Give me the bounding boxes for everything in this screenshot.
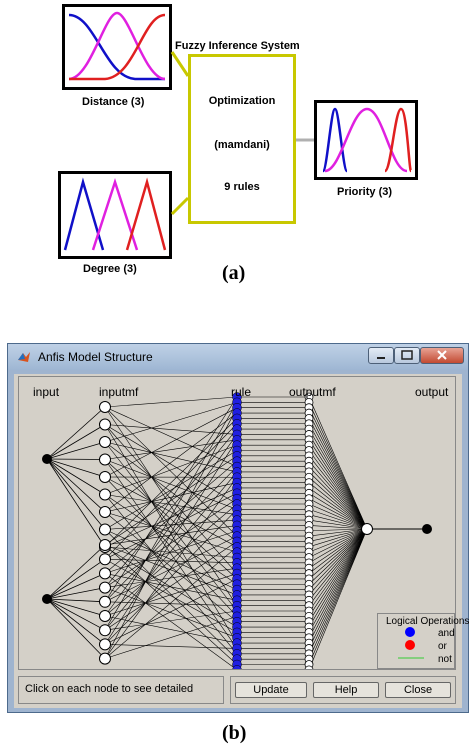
logical-operations-legend: Logical Operations and or not (377, 613, 469, 669)
inputmf-node (99, 567, 111, 580)
priority-label: Priority (3) (337, 186, 393, 198)
inputmf-node (99, 610, 111, 622)
inputmf-node (99, 523, 111, 536)
inputmf-node (99, 506, 111, 518)
status-panel: Click on each node to see detailed (18, 676, 224, 704)
rule-node (232, 665, 242, 669)
help-button[interactable]: Help (313, 682, 379, 698)
inputmf-node (99, 453, 111, 466)
legend-or-label: or (438, 641, 447, 652)
fis-rules: 9 rules (224, 181, 260, 193)
input-node (42, 454, 52, 464)
priority-mf-plot[interactable] (314, 100, 418, 180)
output-node (422, 524, 432, 534)
output-column-label: output (415, 385, 449, 399)
legend-not-label: not (438, 654, 452, 665)
window-titlebar[interactable]: Anfis Model Structure (8, 344, 468, 370)
inputmf-column-label: inputmf (99, 385, 139, 399)
distance-mf-curves (68, 11, 166, 81)
maximize-button[interactable] (394, 347, 420, 364)
fis-type: (mamdani) (214, 139, 270, 151)
update-button[interactable]: Update (235, 682, 307, 698)
anfis-structure-plot: input inputmf rule outputmf output Logic… (18, 376, 469, 670)
window-client: input inputmf rule outputmf output Logic… (14, 374, 469, 708)
button-panel: Update Help Close (230, 676, 456, 704)
distance-mf-plot[interactable] (62, 4, 172, 90)
maximize-icon (401, 350, 413, 360)
matlab-icon (18, 352, 30, 362)
inputmf-node (99, 471, 111, 483)
degree-label: Degree (3) (83, 263, 137, 275)
rule-column-label: rule (231, 385, 252, 399)
degree-mf-plot[interactable] (58, 171, 172, 259)
inputmf-node (99, 401, 111, 413)
distance-label: Distance (3) (82, 96, 145, 108)
caption-a: (a) (222, 262, 246, 284)
degree-mf-curves (63, 177, 167, 251)
close-window-button[interactable] (420, 347, 464, 364)
inputmf-node (99, 581, 111, 594)
minimize-icon (377, 357, 385, 359)
fis-name: Optimization (208, 95, 276, 107)
window-title: Anfis Model Structure (38, 350, 153, 364)
input-node (42, 594, 52, 604)
anfis-window: Anfis Model Structure input inputmf rule… (7, 343, 469, 713)
close-icon (437, 350, 447, 360)
fis-block[interactable]: Optimization (mamdani) 9 rules (188, 54, 296, 224)
caption-b: (b) (222, 722, 247, 744)
legend-markers (398, 627, 424, 659)
inputmf-node (99, 488, 111, 501)
legend-and-label: and (438, 628, 455, 639)
fis-connectors (170, 51, 314, 216)
output-aggregate-node (361, 523, 373, 535)
legend-and-marker (405, 627, 415, 637)
inputmf-node (99, 624, 111, 637)
inputmf-node (99, 418, 111, 431)
outputmf-column-label: outputmf (289, 385, 336, 399)
fis-title: Fuzzy Inference System (175, 40, 300, 52)
input-column-label: input (33, 385, 60, 399)
outputmf-node (304, 665, 314, 669)
status-text: Click on each node to see detailed (25, 683, 194, 695)
close-button[interactable]: Close (385, 682, 451, 698)
inputmf-node (99, 553, 111, 566)
inputmf-node (99, 652, 111, 665)
inputmf-node (99, 539, 111, 551)
legend-title: Logical Operations (386, 616, 470, 627)
inputmf-node (99, 638, 111, 651)
inputmf-node (99, 595, 111, 608)
legend-or-marker (405, 640, 415, 650)
minimize-button[interactable] (368, 347, 394, 364)
priority-mf-curves (321, 107, 413, 173)
network-graph (42, 392, 432, 669)
inputmf-node (99, 436, 111, 448)
